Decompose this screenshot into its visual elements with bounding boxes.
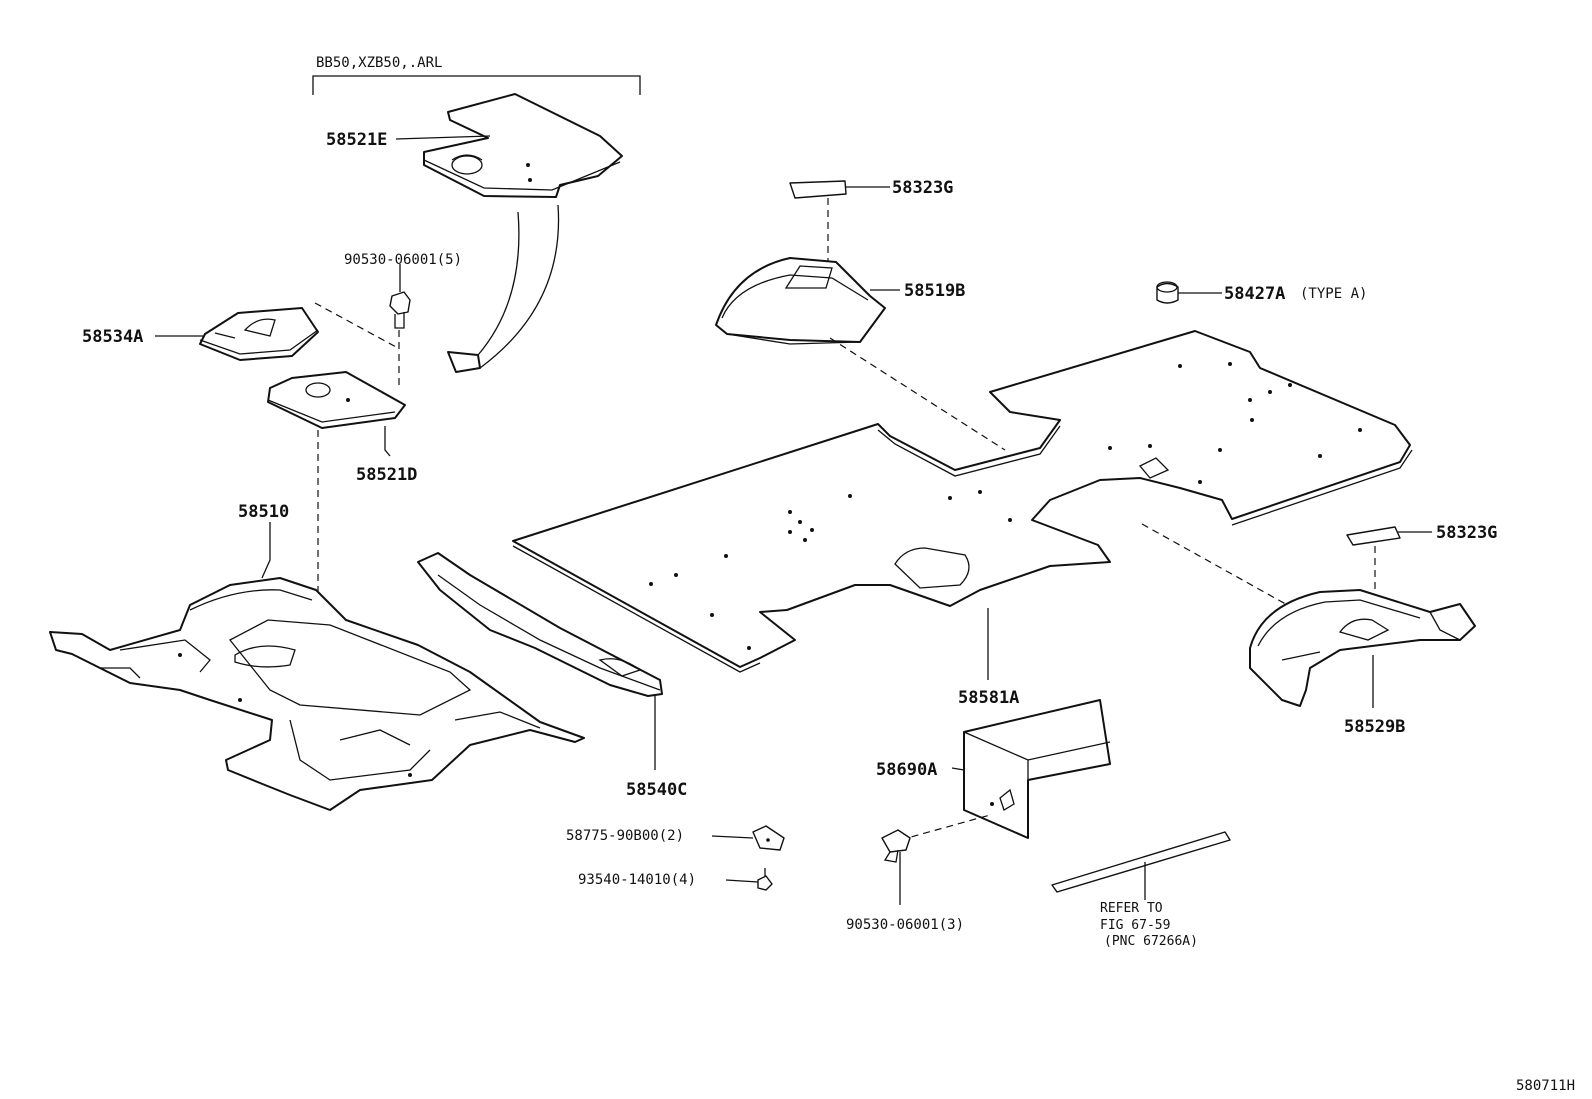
callout-90530-06001-5: 90530-06001(5) (344, 252, 462, 268)
callout-58323G-right: 58323G (1436, 523, 1497, 543)
part-58323G-right[interactable] (1346, 526, 1401, 546)
group-bracket: BB50,XZB50,.ARL (312, 55, 641, 95)
callout-58521E: 58521E (326, 130, 387, 150)
part-58690A[interactable] (963, 699, 1111, 839)
reference-note-line3: (PNC 67266A) (1104, 934, 1198, 949)
part-58534A[interactable] (199, 307, 319, 361)
callout-58427A-note: (TYPE A) (1300, 286, 1367, 302)
reference-note-line1: REFER TO (1100, 901, 1163, 916)
part-90530-06001-upper[interactable] (389, 291, 411, 329)
part-58521E[interactable] (423, 93, 623, 198)
reference-note-line2: FIG 67-59 (1100, 918, 1170, 933)
part-90530-06001-lower[interactable] (881, 829, 911, 863)
callout-58427A: 58427A (1224, 284, 1285, 304)
callout-90530-06001-3: 90530-06001(3) (846, 917, 964, 933)
part-58323G-top[interactable] (789, 180, 847, 199)
callout-58521D: 58521D (356, 465, 417, 485)
callout-58690A: 58690A (876, 760, 937, 780)
callout-58510: 58510 (238, 502, 289, 522)
callout-58534A: 58534A (82, 327, 143, 347)
callout-58529B: 58529B (1344, 717, 1405, 737)
relocation-arrow (447, 204, 560, 373)
callout-58519B: 58519B (904, 281, 965, 301)
part-93540-14010[interactable] (757, 868, 773, 891)
callout-58581A: 58581A (958, 688, 1019, 708)
part-58775-90B00[interactable] (752, 825, 785, 851)
callout-58540C: 58540C (626, 780, 687, 800)
figure-id: 580711H (1516, 1078, 1575, 1094)
part-58510[interactable] (49, 577, 585, 811)
part-58521D[interactable] (267, 371, 406, 429)
callout-93540-14010: 93540-14010(4) (578, 872, 696, 888)
part-58581A[interactable] (512, 330, 1413, 673)
part-58529B[interactable] (1249, 589, 1476, 707)
callout-58323G-top: 58323G (892, 178, 953, 198)
callout-58775-90B00: 58775-90B00(2) (566, 828, 684, 844)
part-58427A[interactable] (1156, 281, 1179, 304)
part-referenced-strip[interactable] (1051, 831, 1231, 893)
group-header-label: BB50,XZB50,.ARL (316, 55, 442, 71)
part-58519B[interactable] (715, 257, 886, 345)
